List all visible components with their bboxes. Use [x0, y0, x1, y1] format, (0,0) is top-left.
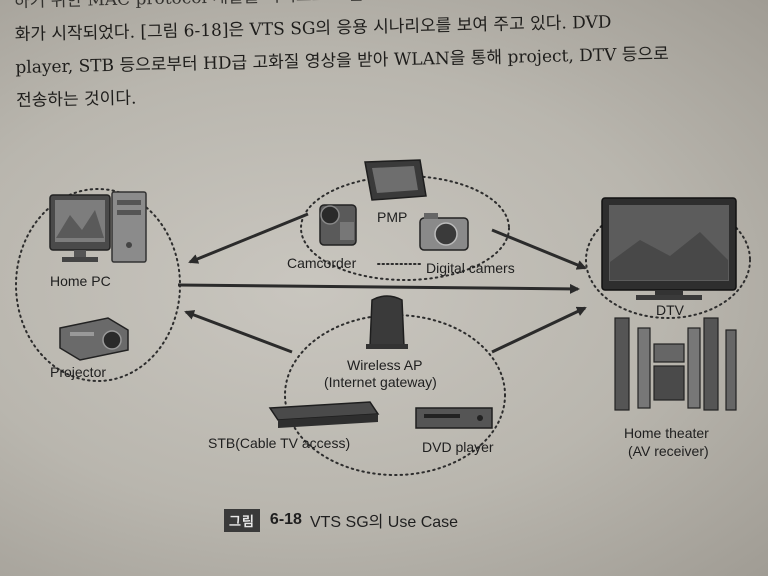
label-wireless-ap: Wireless AP — [347, 357, 422, 373]
dvd-player-icon — [415, 407, 493, 429]
label-dvd-player: DVD player — [422, 439, 494, 455]
figure-number: 6-18 — [269, 511, 302, 528]
label-home-theater: Home theater — [624, 425, 709, 441]
arrow-portable-to-dtv — [491, 228, 587, 270]
label-projector: Projector — [50, 364, 106, 380]
label-camcorder: Camcorder — [287, 255, 357, 271]
label-internet-gateway: (Internet gateway) — [324, 374, 437, 390]
stb-icon — [268, 401, 380, 428]
label-av-receiver: (AV receiver) — [628, 443, 709, 459]
projector-icon — [59, 317, 129, 361]
camcorder-icon — [319, 204, 357, 246]
wireless-ap-icon — [366, 295, 408, 349]
pmp-icon — [364, 159, 427, 201]
label-digital-camera: Digital camers — [426, 260, 515, 276]
label-stb: STB(Cable TV access) — [208, 435, 350, 451]
label-home-pc: Home PC — [50, 273, 111, 289]
label-dtv: DTV — [656, 302, 685, 318]
digital-camera-icon — [419, 213, 469, 251]
arrow-pc-to-dtv — [177, 283, 580, 294]
label-pmp: PMP — [377, 209, 407, 225]
figure-tag: 그림 — [224, 508, 260, 532]
dtv-icon — [601, 197, 737, 300]
group-outline-sources — [284, 314, 506, 476]
home-theater-icon — [614, 317, 737, 411]
arrow-sources-to-dtv — [491, 306, 587, 354]
figure-caption: 그림 6-18 VTS SG의 Use Case — [224, 508, 458, 532]
group-outline-portable — [300, 175, 510, 281]
arrow-sources-to-pc — [184, 310, 293, 354]
home-pc-icon — [49, 191, 147, 263]
arrow-portable-to-pc — [188, 212, 309, 264]
figure-title: VTS SG의 Use Case — [309, 514, 459, 531]
